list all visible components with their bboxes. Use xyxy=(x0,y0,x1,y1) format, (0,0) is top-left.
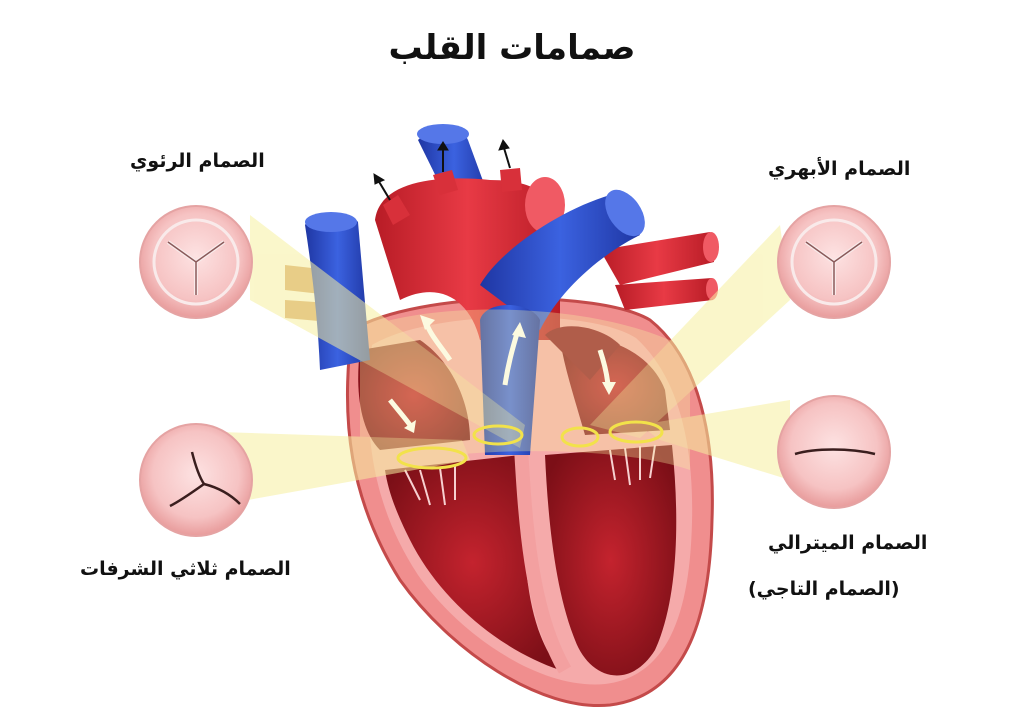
pulmonary-valve-marker xyxy=(472,424,524,446)
blood-vessels xyxy=(285,124,719,455)
flow-arrows xyxy=(388,315,616,433)
mitral-valve-circle xyxy=(777,395,891,509)
pulmonary-valve-circle xyxy=(139,205,253,319)
aortic-valve-marker xyxy=(560,426,600,448)
pulmonary-valve-label: الصمام الرئوي xyxy=(130,150,265,172)
mitral-valve-marker xyxy=(608,420,664,444)
valve-markers xyxy=(396,420,664,470)
outflow-arrows xyxy=(373,138,511,201)
page-title: صمامات القلب xyxy=(388,28,636,68)
highlight-beams xyxy=(220,215,790,505)
tricuspid-valve-label: الصمام ثلاثي الشرفات xyxy=(80,558,291,580)
mitral-valve-label: الصمام الميترالي xyxy=(768,532,928,554)
tricuspid-valve-marker xyxy=(396,446,468,470)
mitral-valve-alt-label: (الصمام التاجي) xyxy=(748,578,900,600)
aortic-valve-circle xyxy=(777,205,891,319)
aortic-valve-label: الصمام الأبهري xyxy=(768,158,911,180)
tricuspid-valve-circle xyxy=(139,423,253,537)
